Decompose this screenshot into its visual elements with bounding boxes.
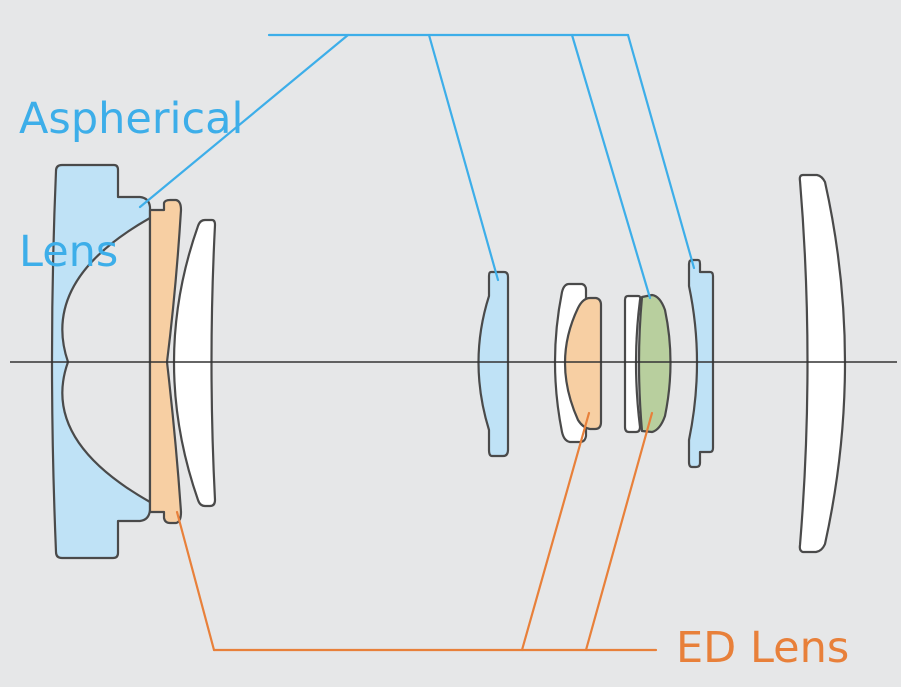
aspherical-label-line-1: Aspherical (19, 94, 244, 144)
lens-element-6-ed (564, 296, 603, 431)
ed-leader-element-8 (584, 411, 654, 652)
aspherical-leader-element-4 (427, 33, 500, 282)
ed-leaders (175, 411, 658, 652)
lens-element-9-aspherical (687, 258, 715, 469)
aspherical-leaders (138, 33, 696, 300)
ed-leader-element-6 (520, 411, 591, 652)
lens-element-10 (798, 173, 847, 554)
lens-element-7 (623, 294, 642, 434)
ed-lens-label: ED Lens (676, 623, 850, 673)
ed-leader-element-2 (175, 510, 216, 652)
aspherical-lens-label: Aspherical Lens (19, 12, 243, 321)
lens-element-8-aspherical-ed (637, 293, 672, 434)
aspherical-leader-element-8 (570, 33, 652, 300)
aspherical-leader-element-1 (138, 33, 350, 209)
aspherical-label-line-2: Lens (19, 227, 119, 277)
lens-element-3 (172, 218, 217, 508)
lens-element-4-aspherical (477, 270, 510, 458)
aspherical-leader-element-9 (626, 33, 696, 270)
